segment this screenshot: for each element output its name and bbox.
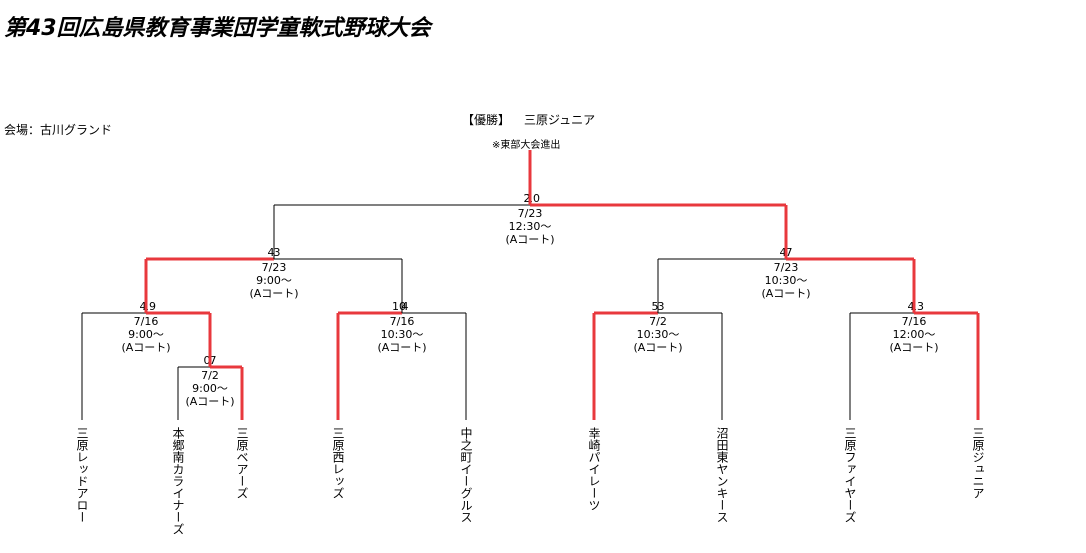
match-r1-time: 9:00～ <box>192 382 228 395</box>
match-qf3-court: (Aコート) <box>633 341 682 354</box>
match-sf1-court: (Aコート) <box>249 287 298 300</box>
match-qf1-right-score: 19 <box>142 300 156 313</box>
match-r1-court: (Aコート) <box>185 395 234 408</box>
match-qf4-time: 12:00～ <box>893 328 936 341</box>
match-final-left-score: 2 <box>524 192 531 205</box>
team-name: 三原ベアーズ <box>235 427 249 499</box>
match-qf3-date: 7/2 <box>649 315 667 328</box>
team-name: 沼田東ヤンキース <box>715 427 729 523</box>
team-name: 三原ファイヤーズ <box>843 427 857 523</box>
match-qf1-time: 9:00～ <box>128 328 164 341</box>
match-sf2-right-score: 7 <box>786 246 793 259</box>
match-sf1-right-score: 3 <box>274 246 281 259</box>
match-qf4-right-score: 13 <box>910 300 924 313</box>
team-name: 本郷南カライナーズ <box>171 427 185 535</box>
match-qf4-left-score: 4 <box>908 300 915 313</box>
match-sf1-time: 9:00～ <box>256 274 292 287</box>
match-final-time: 12:30～ <box>509 220 552 233</box>
champion-banner: 【優勝】三原ジュニア <box>462 111 595 128</box>
team-name: 中之町イーグルス <box>459 427 473 523</box>
champion-team: 三原ジュニア <box>524 113 596 127</box>
match-qf1-court: (Aコート) <box>121 341 170 354</box>
match-qf4-date: 7/16 <box>902 315 927 328</box>
match-qf1-date: 7/16 <box>134 315 159 328</box>
match-sf1-left-score: 4 <box>268 246 275 259</box>
match-qf1-left-score: 4 <box>140 300 147 313</box>
match-qf4-court: (Aコート) <box>889 341 938 354</box>
match-r1-date: 7/2 <box>201 369 219 382</box>
team-name: 三原レッドアロー <box>75 427 89 523</box>
page-title: 第43回広島県教育事業団学童軟式野球大会 <box>4 16 431 41</box>
match-sf2-left-score: 4 <box>780 246 787 259</box>
team-name: 三原ジュニア <box>971 427 985 499</box>
champion-label: 【優勝】 <box>462 113 511 127</box>
match-sf2-date: 7/23 <box>774 261 799 274</box>
match-qf3-time: 10:30～ <box>637 328 680 341</box>
match-final-date: 7/23 <box>518 207 543 220</box>
match-qf3-left-score: 5 <box>652 300 659 313</box>
match-qf2-date: 7/16 <box>390 315 415 328</box>
match-sf1-date: 7/23 <box>262 261 287 274</box>
team-name: 幸崎パイレーツ <box>587 427 601 511</box>
match-sf2-court: (Aコート) <box>761 287 810 300</box>
match-sf2-time: 10:30～ <box>765 274 808 287</box>
match-qf3-right-score: 3 <box>658 300 665 313</box>
match-qf2-right-score: 4 <box>402 300 409 313</box>
match-r1-left-score: 0 <box>204 354 211 367</box>
venue-label: 会場：古川グランド <box>4 123 113 137</box>
match-final-right-score: 10 <box>526 192 540 205</box>
match-r1-right-score: 7 <box>210 354 217 367</box>
match-qf2-time: 10:30～ <box>381 328 424 341</box>
advance-note: ※東部大会進出 <box>492 140 561 151</box>
match-qf2-court: (Aコート) <box>377 341 426 354</box>
team-name: 三原西レッズ <box>331 427 345 499</box>
match-final-court: (Aコート) <box>505 233 554 246</box>
